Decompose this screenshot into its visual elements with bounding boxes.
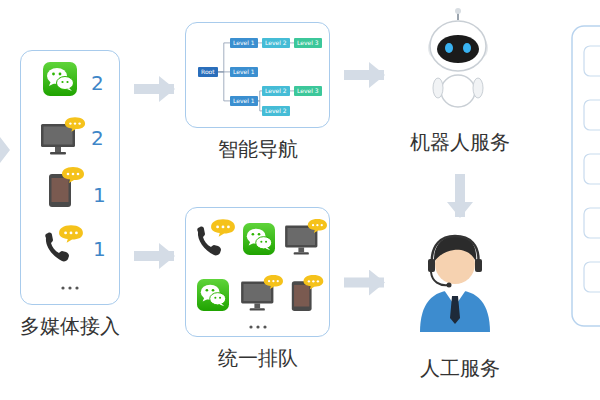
channel-icons: [41, 62, 85, 290]
node-label: Level 1: [233, 39, 255, 47]
flow-arrow: [344, 70, 384, 80]
agent-figure: [420, 236, 490, 332]
cut-panel: [572, 26, 600, 326]
tree-node: Level 1: [230, 38, 258, 48]
tree-node: Level 3: [294, 38, 322, 48]
node-label: Level 1: [233, 68, 255, 76]
queue-box: 统一排队: [185, 207, 330, 337]
flow-arrow: [134, 84, 174, 94]
flow-arrow: [134, 251, 174, 261]
more-dots: [263, 325, 266, 328]
wechat-icon: [43, 62, 77, 96]
wechat-icon: [243, 223, 275, 255]
node-label: Level 3: [297, 87, 319, 95]
tree-node: Level 2: [262, 106, 290, 116]
robot-service: 机器人服务: [395, 8, 525, 160]
mobile-icon: [49, 167, 84, 207]
wechat-icon: [197, 279, 229, 311]
tree-node: Level 3: [294, 86, 322, 96]
tree-node: Level 1: [230, 96, 258, 106]
monitor-icon: [241, 275, 283, 310]
node-label: Root: [201, 68, 215, 76]
tree-node: Root: [198, 67, 218, 77]
flow-arrow: [344, 278, 384, 288]
node-label: Level 2: [265, 39, 287, 47]
phone-icon: [45, 225, 83, 261]
callout-number: 2: [91, 73, 104, 93]
node-label: 机器人服务: [395, 130, 525, 154]
node-label: Level 1: [233, 97, 255, 105]
node-label: 人工服务: [395, 356, 525, 380]
tree-node: Level 2: [262, 86, 290, 96]
monitor-icon: [41, 117, 85, 154]
tree-link: [218, 43, 230, 72]
phone-icon: [197, 219, 235, 255]
node-label: 智能导航: [218, 137, 298, 161]
more-dots: [256, 325, 259, 328]
robot-figure: [428, 8, 488, 107]
callout-number: 1: [93, 239, 106, 259]
more-dots: [75, 286, 78, 289]
more-dots: [68, 286, 71, 289]
node-label: 多媒体接入: [20, 314, 120, 338]
node-label: 统一排队: [218, 346, 298, 370]
callout-number: 2: [91, 128, 104, 148]
flow-arrow: [455, 174, 465, 217]
tree-node: Level 1: [230, 67, 258, 77]
navigation-box: 智能导航RootLevel 1Level 2Level 3Level 1Leve…: [185, 22, 330, 128]
tree-link: [218, 72, 230, 101]
node-label: Level 2: [265, 107, 287, 115]
agent-service: 人工服务: [395, 228, 525, 386]
mobile-icon: [292, 275, 324, 311]
monitor-icon: [285, 219, 327, 254]
node-label: Level 2: [265, 87, 287, 95]
callout-number: 1: [93, 185, 106, 205]
more-dots: [61, 286, 64, 289]
queue-icons: [197, 219, 327, 328]
tree-node: Level 2: [262, 38, 290, 48]
node-label: Level 3: [297, 39, 319, 47]
channel-panel: 多媒体接入2211: [20, 50, 120, 305]
cut-arrow: [0, 137, 10, 163]
more-dots: [249, 325, 252, 328]
